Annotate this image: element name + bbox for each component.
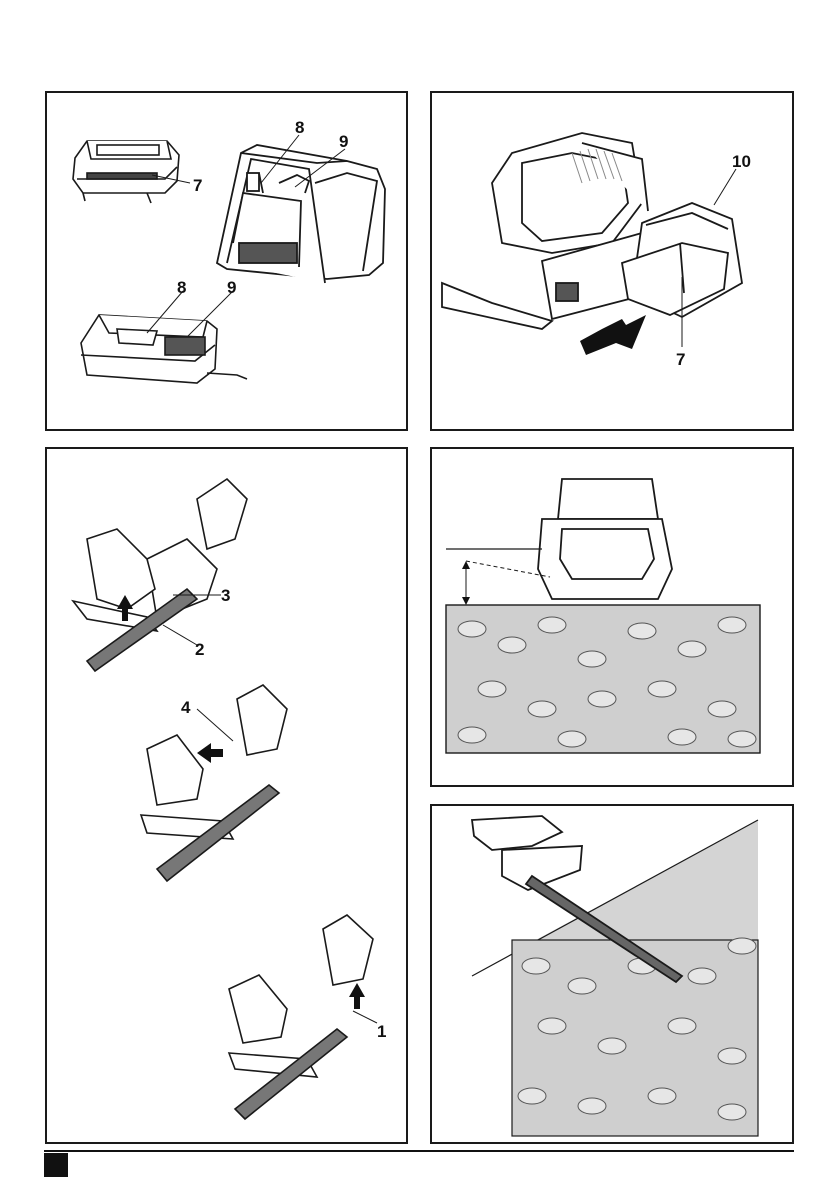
charger-stand-illustration <box>217 145 385 283</box>
figure-hedge-top-cut <box>430 447 794 787</box>
part-label-4: 4 <box>181 698 191 717</box>
page-marker <box>44 1153 68 1177</box>
figure-battery-removal: 10 7 <box>430 91 794 431</box>
figure-hedge-side-cut <box>430 804 794 1144</box>
part-label-3: 3 <box>221 586 230 605</box>
charger-flat-illustration <box>81 315 247 383</box>
part-label-1: 1 <box>377 1022 386 1041</box>
battery-pack-illustration <box>73 141 179 203</box>
footer-rule <box>44 1150 794 1152</box>
part-label-7: 7 <box>193 176 202 195</box>
part-label-8: 8 <box>177 278 186 297</box>
figure-switch-operation: 3 2 4 1 <box>45 447 408 1144</box>
part-label-8: 8 <box>295 118 304 137</box>
hedgetrimmer-rear-illustration <box>442 133 652 329</box>
hedgetrimmer-illustration <box>538 479 672 599</box>
cut-plane-shading <box>532 820 758 956</box>
part-label-9: 9 <box>227 278 236 297</box>
part-label-10: 10 <box>732 152 751 171</box>
direction-arrow-icon <box>580 315 646 355</box>
hedge-foliage <box>446 605 760 753</box>
hands-grip-illustration <box>73 479 373 1119</box>
part-label-7: 7 <box>676 350 685 369</box>
part-label-9: 9 <box>339 132 348 151</box>
part-label-2: 2 <box>195 640 204 659</box>
figure-battery-charger: 8 9 7 8 9 <box>45 91 408 431</box>
